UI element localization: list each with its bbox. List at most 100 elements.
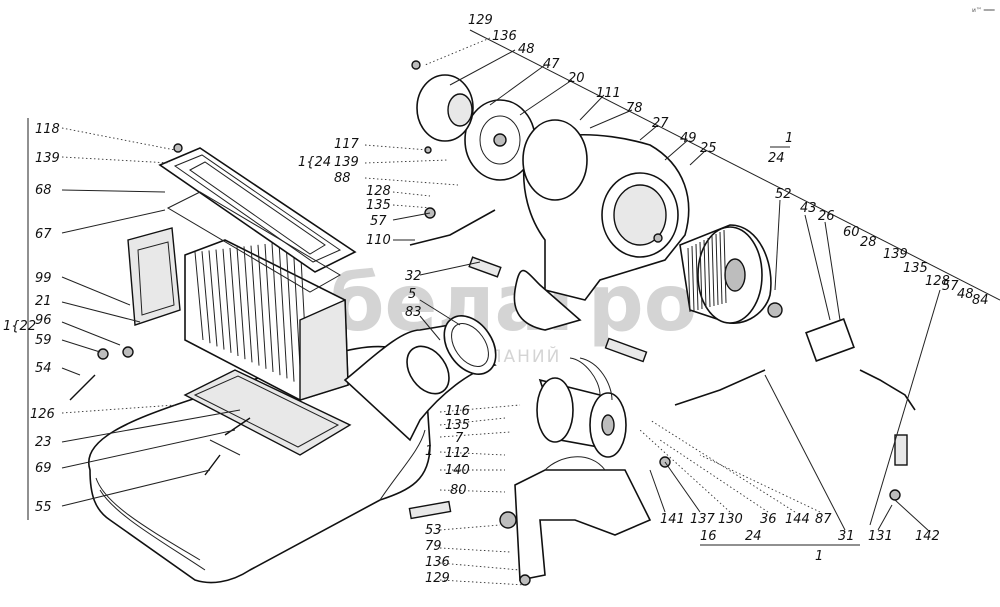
label-128-a: 128 — [366, 184, 391, 199]
radiator-fin — [208, 250, 218, 347]
label-28: 28 — [860, 235, 877, 250]
label-139-left: 139 — [35, 151, 60, 166]
label-84: 84 — [972, 293, 989, 308]
radiator-fin — [271, 243, 281, 376]
impeller-rib — [687, 247, 691, 313]
label-67: 67 — [35, 227, 52, 242]
fan-impeller — [679, 224, 772, 324]
label-5: 5 — [408, 287, 416, 302]
impeller-rib — [695, 243, 699, 311]
label-135-a: 135 — [366, 198, 391, 213]
label-fraction-1: 1 — [785, 131, 793, 146]
pipes — [69, 209, 916, 520]
label-129-top: 129 — [468, 13, 493, 28]
radiator-fin — [285, 241, 295, 382]
watermark-brand: белагро — [330, 259, 697, 349]
label-118: 118 — [35, 122, 60, 137]
label-1-bottom: 1 — [815, 549, 823, 564]
label-7: 7 — [455, 431, 464, 446]
impeller-rib — [711, 235, 715, 307]
radiator-fin — [264, 243, 274, 373]
label-27: 27 — [652, 116, 669, 131]
label-137: 137 — [690, 512, 716, 527]
impeller-rib — [707, 237, 711, 308]
label-136-top: 136 — [492, 29, 517, 44]
label-43: 43 — [800, 201, 817, 216]
label-79: 79 — [425, 539, 442, 554]
heater-housing — [87, 345, 431, 584]
label-117: 117 — [334, 137, 360, 152]
label-141: 141 — [660, 512, 685, 527]
label-135-right: 135 — [903, 261, 928, 276]
label-36: 36 — [760, 512, 777, 527]
label-32: 32 — [405, 269, 422, 284]
label-142: 142 — [915, 529, 940, 544]
label-25: 25 — [700, 141, 717, 156]
label-144: 144 — [785, 512, 810, 527]
label-53: 53 — [425, 523, 442, 538]
label-129-bottom: 129 — [425, 571, 450, 586]
radiator-core — [184, 239, 349, 401]
fan-housing — [513, 133, 690, 331]
impeller-rib — [703, 239, 707, 309]
motor-flange — [416, 74, 588, 201]
label-20: 20 — [568, 71, 585, 86]
label-57-right: 57 — [942, 279, 959, 294]
label-136-bottom: 136 — [425, 555, 450, 570]
part-labels: 118 139 68 67 99 21 1{22 96 59 54 126 23… — [3, 7, 995, 586]
radiator-fin — [250, 245, 260, 366]
label-23: 23 — [35, 435, 52, 450]
label-26: 26 — [818, 209, 835, 224]
label-135-bottom: 135 — [445, 418, 470, 433]
label-60: 60 — [843, 225, 860, 240]
label-78: 78 — [626, 101, 643, 116]
label-83: 83 — [405, 305, 422, 320]
electric-motor — [536, 357, 627, 458]
label-139-right: 139 — [883, 247, 908, 262]
label-31: 31 — [838, 529, 855, 544]
label-130: 130 — [718, 512, 743, 527]
label-80: 80 — [450, 483, 467, 498]
label-24-bottom: 24 — [745, 529, 762, 544]
radiator-fin — [222, 248, 232, 353]
radiator-fin — [236, 247, 246, 360]
side-plate — [127, 227, 181, 326]
label-bracket-1-left: 1 — [425, 444, 433, 459]
label-126: 126 — [30, 407, 55, 422]
label-139-mid: 139 — [334, 155, 359, 170]
callout-lines — [27, 29, 1000, 586]
label-87: 87 — [815, 512, 832, 527]
label-49: 49 — [680, 131, 697, 146]
label-16: 16 — [700, 529, 717, 544]
label-111: 111 — [596, 86, 621, 101]
label-52: 52 — [775, 187, 792, 202]
radiator-fin — [194, 251, 204, 341]
label-112: 112 — [445, 446, 470, 461]
label-131: 131 — [868, 529, 893, 544]
label-21: 21 — [35, 294, 52, 309]
radiator-fin — [243, 246, 253, 363]
intake-duct — [343, 315, 497, 442]
label-bracket-22: 1{22 — [3, 319, 36, 334]
label-110: 110 — [366, 233, 391, 248]
label-96: 96 — [35, 313, 52, 328]
impeller-rib — [723, 229, 727, 304]
label-55: 55 — [35, 500, 52, 515]
label-88: 88 — [334, 171, 351, 186]
impeller-rib — [691, 245, 695, 312]
fasteners — [97, 60, 901, 586]
label-69: 69 — [35, 461, 52, 476]
label-99: 99 — [35, 271, 52, 286]
corner-mark: и™ ═══ — [972, 7, 995, 14]
label-54: 54 — [35, 361, 52, 376]
radiator-fin — [229, 247, 239, 357]
impeller-rib — [715, 233, 719, 306]
label-48-top: 48 — [518, 42, 535, 57]
label-48-right: 48 — [957, 287, 974, 302]
label-bracket-24: 1{24 — [298, 155, 331, 170]
motor-bracket — [514, 456, 652, 581]
radiator-fin — [215, 249, 225, 350]
impeller-rib — [719, 231, 723, 305]
label-fraction-24: 24 — [768, 151, 785, 166]
